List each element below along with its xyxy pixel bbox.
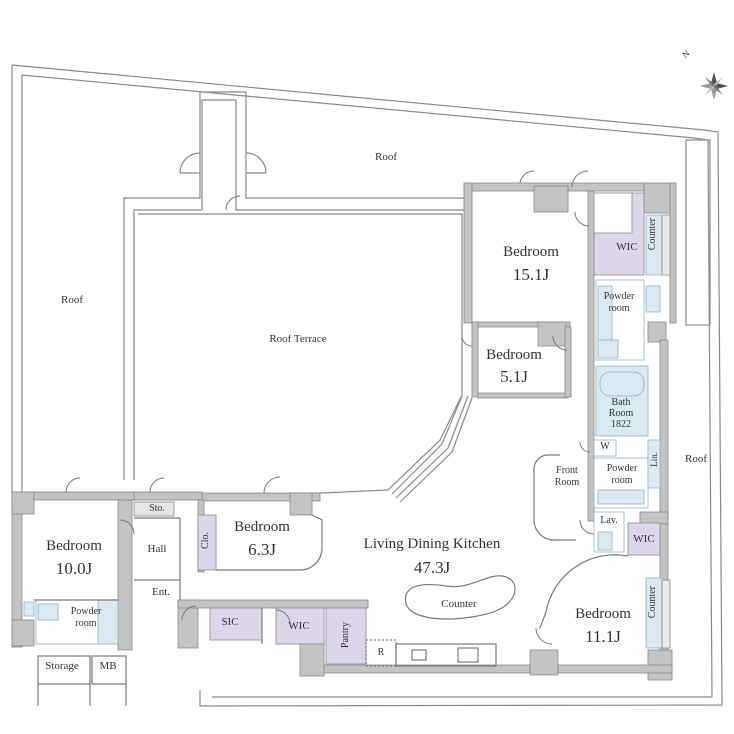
ent-label: Ent. [151, 586, 171, 598]
house-walls [11, 182, 677, 681]
hall-label: Hall [147, 543, 167, 555]
sic-label: SIC [221, 616, 239, 628]
r-label: R [377, 647, 385, 658]
w-label: W [600, 441, 610, 452]
island-counter [404, 575, 516, 620]
partitions [34, 454, 629, 706]
roof-left-label: Roof [61, 294, 83, 306]
bedroom-d-size: 6.3J [248, 540, 276, 559]
wet-areas [23, 279, 661, 645]
powder-c-label-1: Powder [70, 606, 102, 617]
lav-label: Lav. [600, 515, 618, 526]
lin-label: Lin. [649, 452, 659, 467]
bedroom-a-size: 15.1J [512, 265, 550, 284]
wic-c-label: WIC [288, 620, 310, 632]
closets [133, 192, 661, 665]
powder-a-label-2: room [608, 303, 630, 314]
bedroom-c-size: 11.1J [585, 627, 621, 646]
compass-icon [700, 72, 728, 100]
bedroom-c-label: Bedroom [575, 606, 631, 622]
front-room-label-1: Front [556, 465, 578, 476]
powder-a-label-1: Powder [603, 291, 635, 302]
bedroom-b-size: 5.1J [500, 367, 528, 386]
powder-b-label-1: Powder [606, 463, 638, 474]
roof-top-label: Roof [375, 151, 397, 163]
storage-label: Storage [45, 660, 79, 672]
bedroom-b-label: Bedroom [486, 347, 542, 363]
wic-b-label: WIC [633, 533, 655, 545]
bath-size-label: 1822 [611, 419, 631, 430]
counter-a-label: Counter [647, 218, 658, 251]
mb-label: MB [99, 660, 117, 672]
roof-outline [11, 64, 723, 707]
clo-label: Clo. [200, 532, 211, 549]
bath-label-1: Bath [611, 397, 631, 408]
bath-label-2: Room [608, 408, 634, 419]
bedroom-a-label: Bedroom [503, 244, 559, 260]
bedroom-e-size: 10.0J [55, 559, 93, 578]
pantry-label: Pantry [340, 622, 351, 649]
terrace-walls [123, 91, 466, 495]
wic-a-label: WIC [616, 241, 638, 253]
door-swings [65, 170, 595, 645]
ldk-size: 47.3J [413, 558, 451, 577]
powder-b-label-2: room [611, 475, 633, 486]
sto-label: Sto. [149, 503, 165, 514]
bedroom-e-label: Bedroom [46, 538, 102, 554]
front-room-label-2: Room [554, 477, 580, 488]
powder-c-label-2: room [75, 618, 97, 629]
roof-terrace-label: Roof Terrace [269, 333, 327, 345]
counter-strips [645, 214, 671, 649]
counter-b-label: Counter [647, 586, 658, 619]
ldk-label: Living Dining Kitchen [363, 536, 501, 552]
bedroom-d-label: Bedroom [234, 519, 290, 535]
bay-wall [391, 395, 473, 503]
roof-right-label: Roof [685, 453, 707, 465]
island-counter-label: Counter [441, 598, 477, 610]
